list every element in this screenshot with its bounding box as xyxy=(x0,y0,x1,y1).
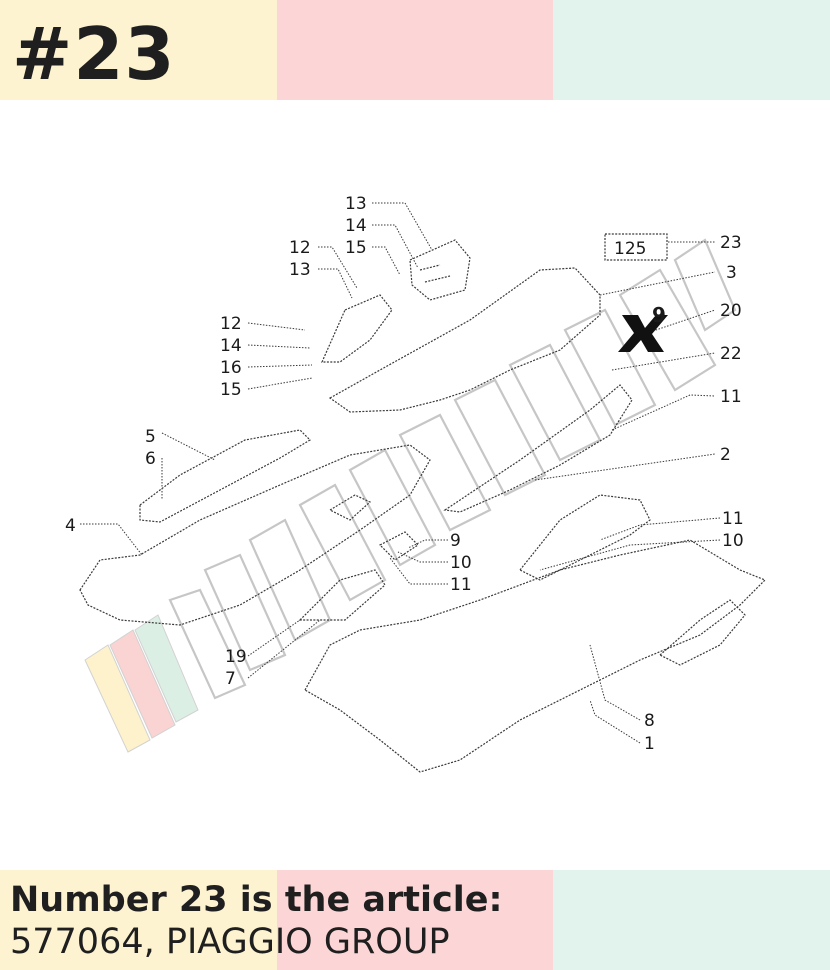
caption-band-pink xyxy=(276,870,554,970)
x9-logo: 9 xyxy=(618,303,668,352)
label-23: 23 xyxy=(720,233,742,253)
label-18: 14 xyxy=(345,216,367,236)
label-14: 14 xyxy=(220,336,242,356)
part-floor-1 xyxy=(304,539,767,773)
label-13: 13 xyxy=(289,260,311,280)
label-2: 2 xyxy=(720,445,731,465)
label-8: 8 xyxy=(644,711,655,731)
label-19: 15 xyxy=(345,238,367,258)
header-band-yellow xyxy=(0,0,277,100)
label-22: 22 xyxy=(720,344,742,364)
caption-headline: Number 23 is the article: xyxy=(10,880,503,920)
label-11a: 11 xyxy=(720,387,742,407)
part-footrest-21 xyxy=(298,569,386,621)
leader-lines xyxy=(80,202,721,744)
label-21: 19 xyxy=(225,647,247,667)
part-slot-9 xyxy=(328,494,419,561)
label-1: 1 xyxy=(644,734,655,754)
label-10b: 10 xyxy=(722,531,744,551)
part-labels: 13 14 15 12 13 17 12 14 23 3 20 22 11 2 … xyxy=(65,194,744,754)
watermark xyxy=(84,238,737,753)
label-20: 20 xyxy=(720,301,742,321)
label-4: 4 xyxy=(65,516,76,536)
label-16: 16 xyxy=(220,358,242,378)
part-rear-side xyxy=(519,494,651,581)
part-outlines xyxy=(79,239,767,773)
watermark-letters xyxy=(168,238,737,700)
label-10a: 10 xyxy=(450,553,472,573)
part-shield-4 xyxy=(79,444,431,626)
caption-band-yellow xyxy=(0,870,277,970)
label-11b: 11 xyxy=(450,575,472,595)
label-7: 7 xyxy=(225,669,236,689)
badge-125: 125 xyxy=(604,233,668,261)
caption-band xyxy=(0,870,830,970)
header-band xyxy=(0,0,830,100)
part-rear-bracket xyxy=(658,599,746,666)
part-cover-3 xyxy=(328,267,601,413)
label-11c: 11 xyxy=(722,509,744,529)
label-3: 3 xyxy=(726,263,737,283)
part-number-title: #23 xyxy=(12,12,176,96)
label-12a: 12 xyxy=(289,238,311,258)
caption-band-mint xyxy=(553,870,830,970)
part-bracket-17 xyxy=(409,239,471,301)
label-9: 9 xyxy=(450,531,461,551)
label-17: 13 xyxy=(345,194,367,214)
header-band-pink xyxy=(276,0,554,100)
caption-article: 577064, PIAGGIO GROUP xyxy=(10,922,450,962)
part-bracket-12 xyxy=(321,294,393,363)
label-5: 5 xyxy=(145,427,156,447)
part-tunnel-2 xyxy=(443,384,633,513)
label-6: 6 xyxy=(145,449,156,469)
badge-125-text: 125 xyxy=(614,239,646,259)
part-side-5 xyxy=(139,429,311,523)
header-band-mint xyxy=(553,0,830,100)
label-15: 15 xyxy=(220,380,242,400)
x9-logo-text: 9 xyxy=(652,303,666,327)
watermark-stripes xyxy=(84,614,199,753)
exploded-parts-diagram: 125 9 13 14 15 12 13 17 12 14 23 3 20 22… xyxy=(65,194,767,773)
label-12b: 12 xyxy=(220,314,242,334)
